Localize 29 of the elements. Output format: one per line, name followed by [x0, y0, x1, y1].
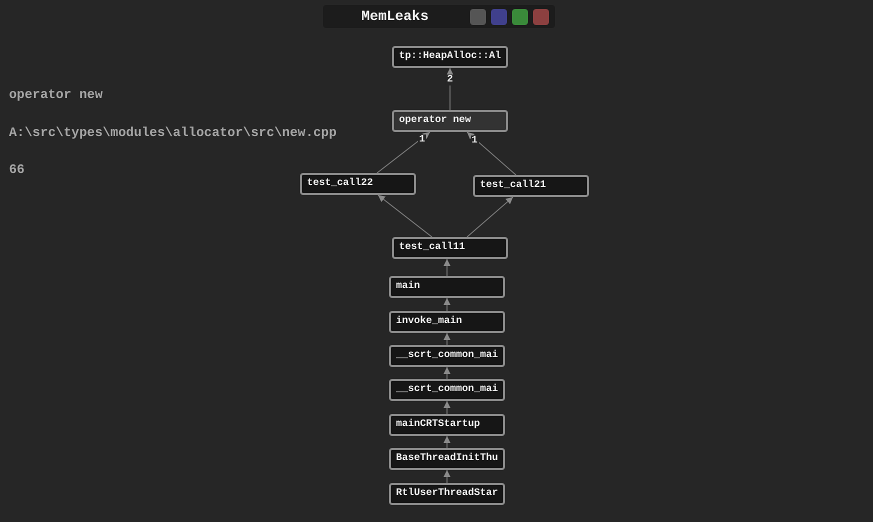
function-box: main [389, 276, 505, 298]
arrow [444, 436, 450, 448]
arrow [444, 470, 450, 484]
function-box: invoke_main [389, 311, 505, 333]
arrow [466, 132, 516, 176]
panel-title: MemLeaks [360, 10, 430, 24]
detail-text: 66 [9, 162, 25, 178]
detail-text: operator new [9, 87, 103, 103]
function-box: test_call11 [392, 237, 508, 259]
function-box: test_call21 [473, 175, 589, 197]
function-box: __scrt_common_mai [389, 345, 505, 367]
function-box: tp::HeapAlloc::Al [392, 46, 508, 68]
arrow [376, 132, 430, 174]
arrow [446, 68, 454, 110]
edge-label: 2 [446, 74, 454, 86]
function-box: test_call22 [300, 173, 416, 195]
detail-text: A:\src\types\modules\allocator\src\new.cpp [9, 125, 337, 141]
function-box: __scrt_common_mai [389, 379, 505, 401]
function-box: mainCRTStartup [389, 414, 505, 436]
function-box: BaseThreadInitThu [389, 448, 505, 470]
arrow [378, 194, 432, 238]
arrow [444, 298, 450, 312]
arrow [444, 258, 450, 276]
arrow [466, 196, 514, 238]
function-box: RtlUserThreadStar [389, 483, 505, 505]
arrow [444, 400, 450, 414]
arrow [444, 332, 450, 346]
function-box: operator new [392, 110, 508, 132]
arrow [444, 366, 450, 380]
